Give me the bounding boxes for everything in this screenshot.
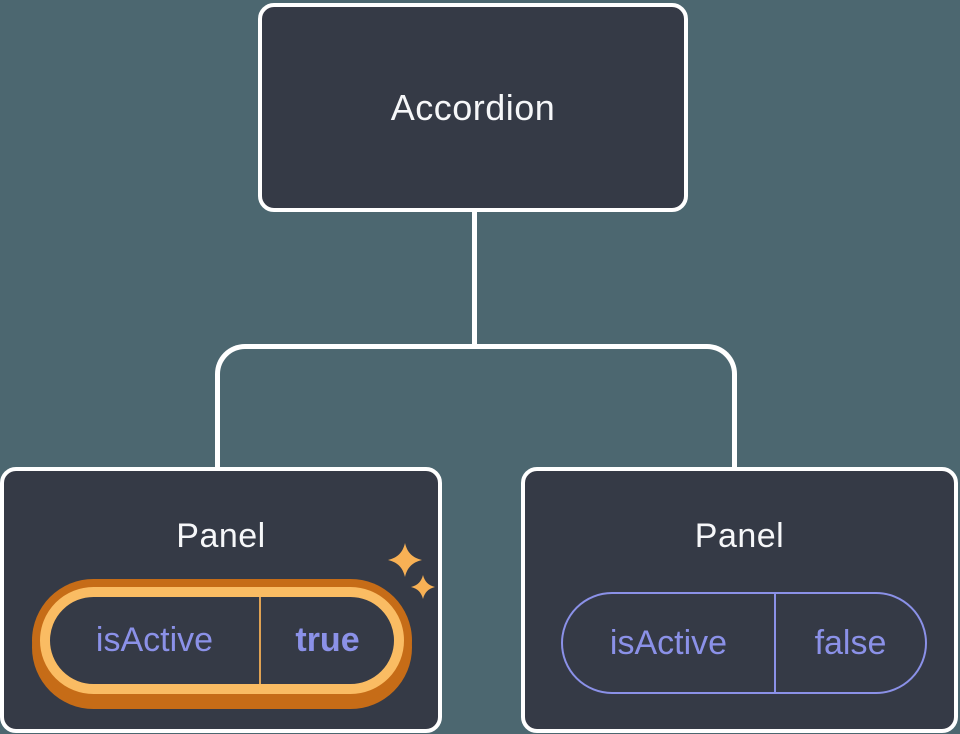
prop-value-label: false — [814, 623, 887, 662]
root-node-accordion: Accordion — [258, 3, 688, 212]
root-node-label: Accordion — [390, 86, 556, 128]
prop-pill-active: isActive true — [40, 587, 404, 694]
prop-value-label: true — [295, 621, 360, 659]
prop-name-label: isActive — [609, 623, 728, 662]
connector-stub-line — [472, 211, 477, 348]
panel-node-active: Panel isActive true — [0, 467, 442, 733]
pill-divider — [774, 594, 776, 692]
panel-node-inactive: Panel isActive false — [521, 467, 958, 733]
prop-pill-inactive: isActive false — [561, 592, 927, 694]
panel-title: Panel — [694, 517, 785, 555]
connector-bracket-line — [215, 344, 737, 470]
pill-divider — [259, 597, 261, 684]
panel-title: Panel — [176, 517, 266, 555]
prop-name-label: isActive — [95, 621, 214, 659]
